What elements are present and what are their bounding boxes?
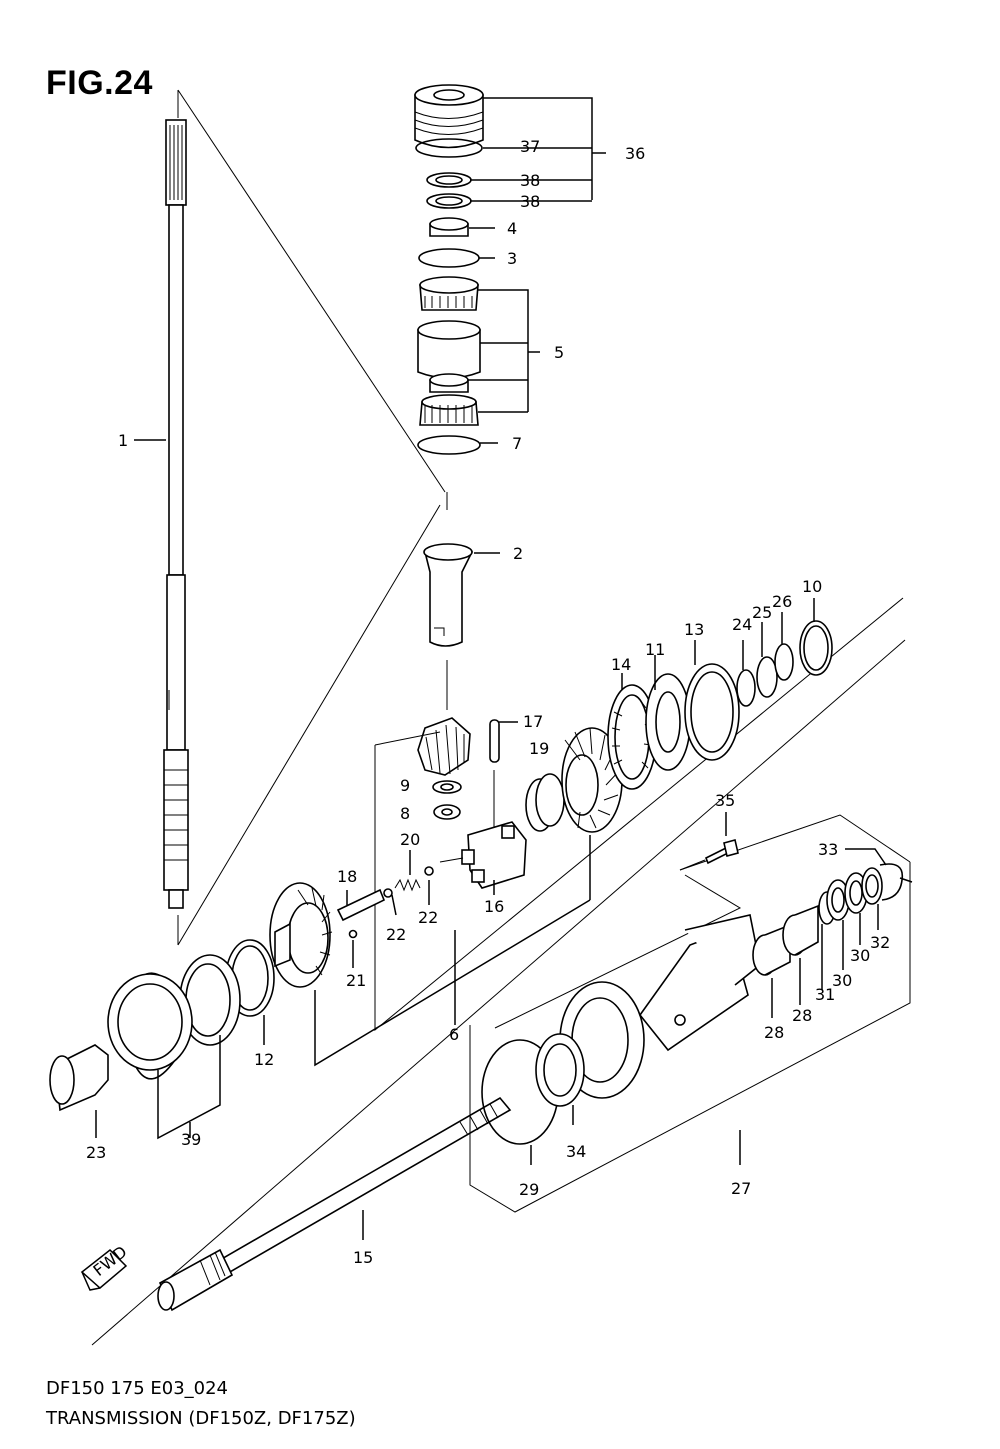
- gear-case-housing[interactable]: [559, 914, 761, 1099]
- callout-9: 9: [400, 776, 410, 795]
- oil-seal-38-lower[interactable]: [426, 193, 472, 209]
- bearing-5-sleeve[interactable]: [417, 320, 481, 379]
- callout-10: 10: [802, 577, 822, 596]
- pin-17[interactable]: [489, 719, 500, 763]
- callout-39: 39: [181, 1130, 201, 1149]
- drive-shaft[interactable]: [163, 119, 189, 909]
- callout-37: 37: [520, 137, 540, 156]
- oil-seal-38-upper[interactable]: [426, 172, 472, 188]
- callout-12: 12: [254, 1050, 274, 1069]
- ring-25[interactable]: [756, 656, 778, 698]
- callout-16: 16: [484, 897, 504, 916]
- callout-20: 20: [400, 830, 420, 849]
- callout-24: 24: [732, 615, 752, 634]
- shim-13[interactable]: [684, 663, 740, 761]
- spring-20[interactable]: [394, 878, 421, 892]
- diagram-caption: TRANSMISSION (DF150Z, DF175Z): [46, 1408, 356, 1429]
- bracket-36: [470, 97, 606, 202]
- callout-3: 3: [507, 249, 517, 268]
- callout-18: 18: [337, 867, 357, 886]
- bracket-5: [468, 289, 540, 413]
- callout-29: 29: [519, 1180, 539, 1199]
- callout-6: 6: [449, 1025, 459, 1044]
- ring-19[interactable]: [525, 773, 565, 832]
- callout-23: 23: [86, 1143, 106, 1162]
- callout-22a: 22: [386, 925, 406, 944]
- shift-plunger-18[interactable]: [336, 888, 386, 922]
- callout-11: 11: [645, 640, 665, 659]
- bracket-6: [314, 899, 591, 1067]
- callout-36: 36: [625, 144, 645, 163]
- fwd-arrow-icon: FWD: [80, 1242, 131, 1291]
- nut-8[interactable]: [433, 804, 461, 820]
- o-ring-37[interactable]: [415, 138, 483, 158]
- callout-25: 25: [752, 603, 772, 622]
- sleeve-23[interactable]: [49, 1044, 109, 1112]
- bearing-24[interactable]: [736, 669, 756, 707]
- callout-7: 7: [512, 434, 522, 453]
- callout-31: 31: [815, 985, 835, 1004]
- bearing-5-lower[interactable]: [419, 394, 479, 426]
- propeller-shaft-15[interactable]: [157, 1096, 512, 1312]
- bearing-34[interactable]: [535, 1033, 585, 1107]
- retainer-32[interactable]: [861, 867, 883, 905]
- callout-27: 27: [731, 1179, 751, 1198]
- callout-22b: 22: [418, 908, 438, 927]
- bearing-housing[interactable]: [414, 84, 484, 149]
- callout-2: 2: [513, 544, 523, 563]
- reverse-bevel-gear[interactable]: [269, 882, 333, 988]
- ball-22-right[interactable]: [424, 866, 434, 876]
- callout-14: 14: [611, 655, 631, 674]
- callout-19: 19: [529, 739, 549, 758]
- circlip-33[interactable]: [879, 863, 913, 901]
- callout-33: 33: [818, 840, 838, 859]
- needle-bearing-28-right[interactable]: [782, 904, 819, 956]
- bracket-39: [157, 1035, 221, 1140]
- callout-5: 5: [554, 343, 564, 362]
- shim-3[interactable]: [418, 248, 480, 268]
- callout-26: 26: [772, 592, 792, 611]
- thrust-bearing-14[interactable]: [607, 684, 657, 790]
- thrust-washer-11[interactable]: [645, 673, 691, 771]
- ring-26[interactable]: [774, 643, 794, 681]
- callout-4: 4: [507, 219, 517, 238]
- callout-30b: 30: [850, 946, 870, 965]
- callout-8: 8: [400, 804, 410, 823]
- bearing-5-upper[interactable]: [419, 276, 479, 311]
- ball-21[interactable]: [348, 929, 358, 939]
- o-ring-7[interactable]: [417, 435, 481, 455]
- diagram-code: DF150 175 E03_024: [46, 1378, 229, 1399]
- callout-13: 13: [684, 620, 704, 639]
- callout-15: 15: [353, 1248, 373, 1267]
- clutch-dog-16[interactable]: [461, 821, 527, 889]
- callout-38a: 38: [520, 171, 540, 190]
- guide-line: [177, 504, 441, 946]
- callout-28b: 28: [792, 1006, 812, 1025]
- figure-title: FIG.24: [46, 64, 153, 102]
- sleeve-2[interactable]: [423, 543, 474, 647]
- bearing-39-outer[interactable]: [107, 972, 193, 1080]
- bearing-4[interactable]: [429, 217, 469, 237]
- bearing-5-race[interactable]: [429, 373, 469, 393]
- shim-10[interactable]: [799, 620, 833, 676]
- bolt-35[interactable]: [704, 839, 739, 865]
- callout-21: 21: [346, 971, 366, 990]
- washer-9[interactable]: [432, 780, 462, 794]
- callout-labels: 1234567891011121314151617181920212222232…: [86, 137, 890, 1267]
- ball-22-left[interactable]: [383, 888, 393, 898]
- callout-1: 1: [118, 431, 128, 450]
- pinion-gear[interactable]: [417, 717, 471, 776]
- callout-38b: 38: [520, 192, 540, 211]
- callout-34: 34: [566, 1142, 586, 1161]
- callout-32: 32: [870, 933, 890, 952]
- callout-17: 17: [523, 712, 543, 731]
- guide-line: [177, 89, 446, 493]
- callout-35: 35: [715, 791, 735, 810]
- callout-30a: 30: [832, 971, 852, 990]
- callout-28a: 28: [764, 1023, 784, 1042]
